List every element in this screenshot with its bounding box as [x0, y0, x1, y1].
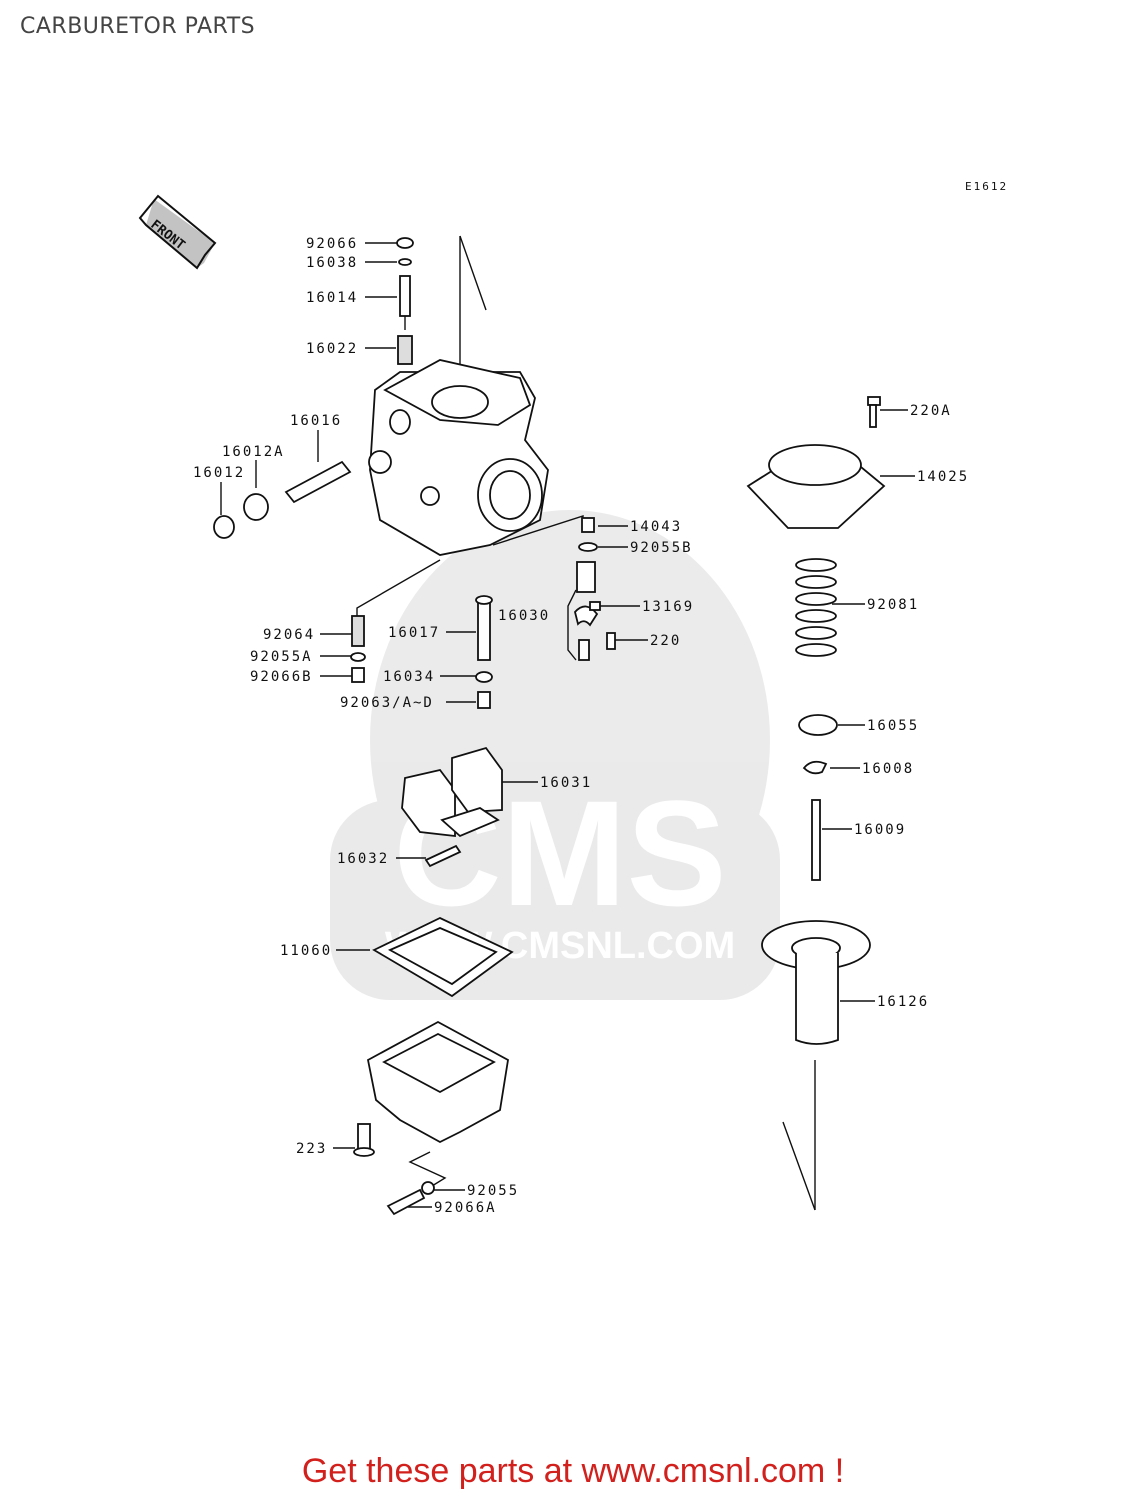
part-label[interactable]: 92063/A~D: [340, 695, 434, 711]
float-part: [401, 746, 503, 838]
part-label[interactable]: 16017: [388, 625, 440, 641]
leader-lines: [220, 235, 915, 1211]
part-label[interactable]: 14043: [630, 519, 682, 535]
part-label[interactable]: 16016: [290, 413, 342, 429]
shop-link-footer[interactable]: Get these parts at www.cmsnl.com !: [301, 1452, 845, 1490]
part-label[interactable]: 223: [296, 1141, 327, 1157]
part-label[interactable]: 16030: [498, 608, 550, 624]
part-label[interactable]: 92066: [306, 236, 358, 252]
part-label[interactable]: 14025: [917, 469, 969, 485]
part-drawings: [213, 237, 886, 1216]
part-label[interactable]: 92055A: [250, 649, 313, 665]
part-label[interactable]: 16126: [877, 994, 929, 1010]
page-title: CARBURETOR PARTS: [20, 14, 256, 39]
part-label[interactable]: 16038: [306, 255, 358, 271]
part-label[interactable]: 11060: [280, 943, 332, 959]
part-label[interactable]: 92081: [867, 597, 919, 613]
cms-watermark: CMS WWW.CMSNL.COM: [330, 510, 780, 1000]
part-label[interactable]: 16008: [862, 761, 914, 777]
part-label[interactable]: 16031: [540, 775, 592, 791]
part-label[interactable]: 13169: [642, 599, 694, 615]
part-label[interactable]: 16032: [337, 851, 389, 867]
part-label[interactable]: 92064: [263, 627, 315, 643]
carburetor-body: [368, 359, 549, 556]
diagram-code: E1612: [965, 180, 1008, 193]
part-label[interactable]: 16014: [306, 290, 358, 306]
part-label[interactable]: 16034: [383, 669, 435, 685]
part-label[interactable]: 16012A: [222, 444, 285, 460]
part-label[interactable]: 220: [650, 633, 681, 649]
front-arrow-icon: FRONT: [138, 194, 217, 270]
part-label[interactable]: 16012: [193, 465, 245, 481]
part-label[interactable]: 92066A: [434, 1200, 497, 1216]
part-label[interactable]: 16009: [854, 822, 906, 838]
spring-part: [795, 558, 837, 657]
float-bowl: [366, 1020, 509, 1144]
part-label[interactable]: 92066B: [250, 669, 313, 685]
part-label[interactable]: 92055: [467, 1183, 519, 1199]
part-label[interactable]: 16022: [306, 341, 358, 357]
part-label[interactable]: 16055: [867, 718, 919, 734]
part-label[interactable]: 220A: [910, 403, 952, 419]
part-label[interactable]: 92055B: [630, 540, 693, 556]
part-labels: 92066 16038 16014 16022 16016 16012A 160…: [193, 236, 969, 1216]
